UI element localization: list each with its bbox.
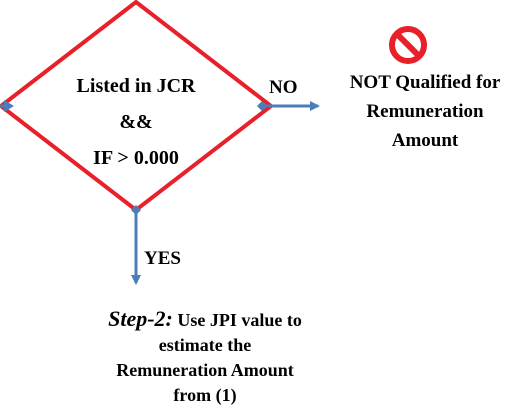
step-line-3: Remuneration Amount bbox=[116, 360, 294, 380]
not-qualified-label: NOT Qualified for Remuneration Amount bbox=[330, 68, 520, 155]
no-connector-dot bbox=[257, 101, 267, 111]
not-qualified-line-2: Remuneration bbox=[366, 101, 484, 122]
prohibited-icon bbox=[389, 26, 427, 64]
decision-line-2: && bbox=[119, 111, 153, 133]
not-qualified-line-1: NOT Qualified for bbox=[349, 72, 501, 93]
decision-label: Listed in JCR && IF > 0.000 bbox=[36, 68, 236, 176]
no-branch-label: NO bbox=[269, 77, 298, 98]
yes-connector-dot bbox=[131, 205, 141, 215]
step-line-1: Step-2: Use JPI value to bbox=[80, 306, 330, 333]
step-line-2: estimate the bbox=[158, 335, 252, 355]
step-prefix: Step-2: bbox=[108, 306, 173, 331]
decision-line-3: IF > 0.000 bbox=[93, 147, 179, 169]
step-2-label: Step-2: Use JPI value to estimate the Re… bbox=[80, 306, 330, 408]
yes-branch-label: YES bbox=[144, 248, 181, 269]
step-line-4: from (1) bbox=[173, 385, 237, 405]
step-line-1-rest: Use JPI value to bbox=[172, 310, 302, 330]
decision-line-1: Listed in JCR bbox=[76, 75, 196, 97]
incoming-arrowhead bbox=[4, 100, 14, 112]
not-qualified-line-3: Amount bbox=[391, 130, 459, 151]
